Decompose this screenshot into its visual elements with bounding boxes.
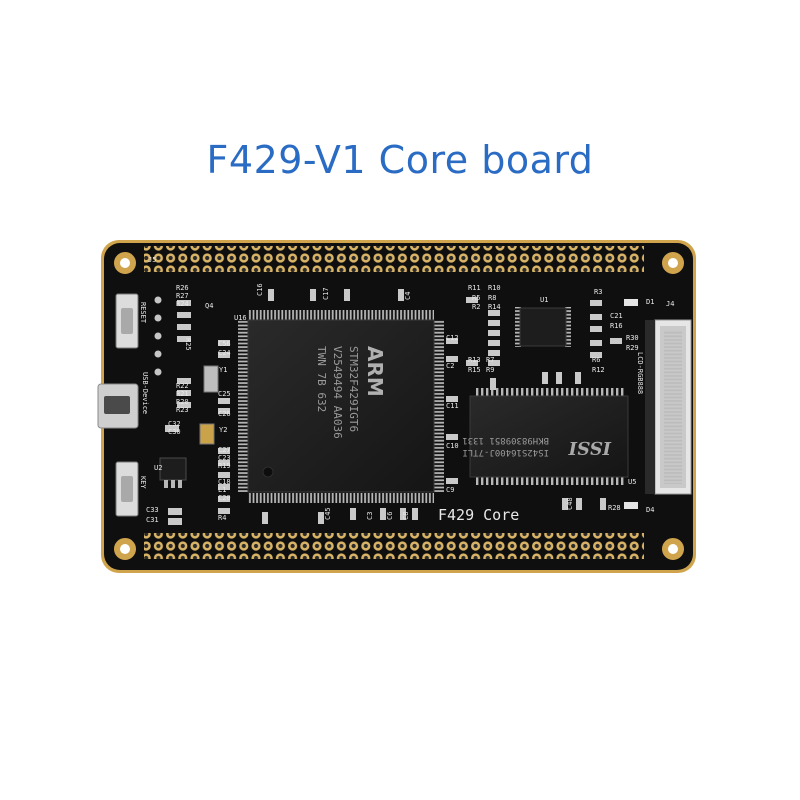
ram-marking: ISSI IS42S16400J-7TLI BKH98309851 1331: [462, 435, 612, 458]
silkscreen-label: U16: [234, 314, 247, 322]
silkscreen-label: J5: [148, 256, 156, 264]
silkscreen-label: R6: [592, 356, 600, 364]
silkscreen-label: C17: [322, 287, 330, 300]
silkscreen-label: RESET: [139, 302, 147, 324]
silkscreen-label: R30: [626, 334, 639, 342]
silkscreen-label: R24: [176, 300, 189, 308]
silkscreen-label: R3: [594, 288, 602, 296]
silkscreen-label: R2: [472, 303, 480, 311]
silkscreen-label: R29: [626, 344, 639, 352]
silkscreen-label: C26: [218, 410, 231, 418]
silkscreen-label: C27: [218, 446, 231, 454]
silkscreen-label: R10: [488, 284, 501, 292]
silkscreen-label: Q4: [205, 302, 213, 310]
silkscreen-label: C24: [218, 349, 231, 357]
silkscreen-label: D1: [646, 298, 654, 306]
silkscreen-label: R20: [176, 398, 189, 406]
led-d4: [624, 502, 638, 509]
header-bottom: [144, 533, 644, 559]
silkscreen-label: C8: [402, 512, 410, 520]
silkscreen-label: R8: [488, 294, 496, 302]
mcu-marking-line: TWN 7B 632: [315, 346, 328, 412]
mcu-marking-line: ARM: [363, 346, 387, 397]
silkscreen-label: C31: [146, 516, 159, 524]
crystal-y1: [203, 365, 219, 393]
silkscreen-label: J4: [666, 300, 674, 308]
mounting-holes: [114, 252, 684, 560]
silkscreen-label: R28: [608, 504, 621, 512]
mcu-chip: [238, 310, 444, 503]
silkscreen-label: R15: [468, 366, 481, 374]
silkscreen-label: C45: [324, 507, 332, 520]
silkscreen: F429 Core RESET KEY USB-Device LCD-RGB88…: [139, 256, 674, 524]
silkscreen-label: KEY: [139, 476, 147, 489]
silkscreen-label: R4: [218, 514, 226, 522]
ram-marking-line: IS42S16400J-7TLI: [462, 447, 549, 457]
ram-marking-line: ISSI: [568, 437, 612, 458]
silkscreen-label: R21: [176, 390, 189, 398]
silkscreen-label: C9: [446, 486, 454, 494]
page-title: F429-V1 Core board: [206, 138, 594, 182]
silkscreen-label: C16: [256, 283, 264, 296]
silkscreen-label: C48: [566, 497, 574, 510]
silkscreen-label: C23: [218, 454, 231, 462]
silkscreen-label: R11: [468, 284, 481, 292]
header-top: [144, 246, 644, 272]
silkscreen-label: L1: [218, 486, 226, 494]
silkscreen-label: R25: [184, 338, 192, 351]
silkscreen-label: C25: [218, 390, 231, 398]
silkscreen-label: U2: [154, 464, 162, 472]
usb-connector: [97, 383, 139, 429]
silkscreen-label: R16: [610, 322, 623, 330]
silkscreen-label: C12: [446, 334, 459, 342]
silkscreen-label: R12: [592, 366, 605, 374]
silkscreen-label: C6: [386, 512, 394, 520]
silkscreen-label: C56: [218, 340, 231, 348]
silkscreen-label: LCD-RGB888: [636, 352, 644, 394]
silkscreen-label: R19: [218, 462, 231, 470]
lcd-connector: [645, 319, 692, 495]
silkscreen-label: C2: [446, 362, 454, 370]
silkscreen-label: R14: [488, 303, 501, 311]
silkscreen-label: R27: [176, 292, 189, 300]
silkscreen-label: R9: [486, 366, 494, 374]
silkscreen-label: C11: [446, 402, 459, 410]
silkscreen-label: D4: [646, 506, 654, 514]
silkscreen-label: C32: [168, 420, 181, 428]
silkscreen-label: C21: [610, 312, 623, 320]
left-small-header: [154, 296, 162, 376]
mcu-marking-line: V2549494 AA036: [331, 346, 344, 439]
silkscreen-label: USB-Device: [141, 372, 149, 414]
passive-components: [165, 289, 622, 525]
key-button: [115, 461, 139, 517]
board-main-label: F429 Core: [438, 506, 519, 524]
silkscreen-label: R7: [486, 356, 494, 364]
regulator-u2: [159, 457, 187, 481]
mcu-marking: ARM STM32F429IGT6 V2549494 AA036 TWN 7B …: [315, 346, 387, 439]
silkscreen-label: U1: [540, 296, 548, 304]
ram-chip: [469, 388, 629, 485]
led-d1: [624, 299, 638, 306]
silkscreen-label: Y2: [219, 426, 227, 434]
silkscreen-label: C33: [146, 506, 159, 514]
ram-marking-line: BKH98309851 1331: [462, 435, 549, 445]
crystal-y2: [199, 423, 215, 445]
flash-chip-u1: [515, 307, 571, 347]
silkscreen-label: R23: [176, 406, 189, 414]
silkscreen-label: R26: [176, 284, 189, 292]
silkscreen-label: C4: [404, 292, 412, 300]
mcu-marking-line: STM32F429IGT6: [347, 346, 360, 432]
silkscreen-label: C30: [168, 428, 181, 436]
silkscreen-label: C20: [218, 494, 231, 502]
silkscreen-label: R22: [176, 382, 189, 390]
silkscreen-label: C3: [366, 512, 374, 520]
silkscreen-label: R13: [468, 356, 481, 364]
silkscreen-label: U5: [628, 478, 636, 486]
silkscreen-label: C18: [218, 478, 231, 486]
reset-button: [115, 293, 139, 349]
silkscreen-label: Y1: [219, 366, 227, 374]
silkscreen-label: R5: [472, 294, 480, 302]
silkscreen-label: C10: [446, 442, 459, 450]
